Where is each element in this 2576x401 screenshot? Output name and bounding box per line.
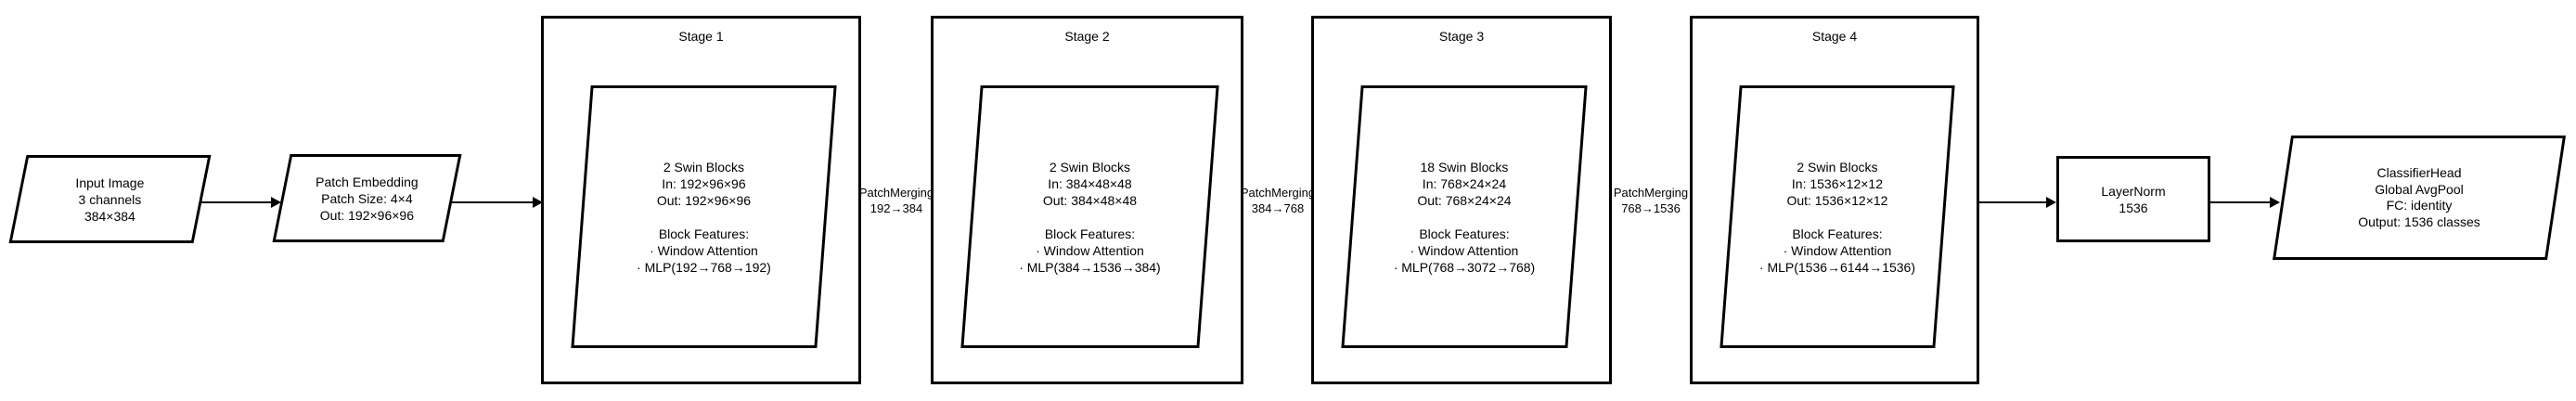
input-line-2: 3 channels bbox=[78, 191, 142, 207]
classifier-line-1: ClassifierHead bbox=[2376, 165, 2462, 180]
patch-line-1: Patch Embedding bbox=[316, 174, 419, 189]
classifier-head-node: ClassifierHead Global AvgPool FC: identi… bbox=[2272, 136, 2567, 260]
stage-1-line-2: In: 192×96×96 bbox=[662, 175, 746, 191]
patch-merging-label-2: PatchMerging 384→768 bbox=[1204, 185, 1352, 216]
stage-2-line-3: Out: 384×48×48 bbox=[1042, 192, 1138, 208]
stage-3-line-6: · Window Attention bbox=[1410, 242, 1519, 258]
stage-3-line-4 bbox=[1354, 209, 1575, 226]
input-line-3: 384×384 bbox=[84, 208, 135, 224]
stage-4-swin-blocks-label: 2 Swin Blocks In: 1536×12×12 Out: 1536×1… bbox=[1732, 159, 1942, 276]
stage-1-swin-blocks-label: 2 Swin Blocks In: 192×96×96 Out: 192×96×… bbox=[584, 159, 824, 276]
stage-2-line-1: 2 Swin Blocks bbox=[1049, 159, 1131, 175]
layernorm-node: LayerNorm 1536 bbox=[2056, 156, 2210, 242]
patch-merging-3-dims: 768→1536 bbox=[1621, 201, 1681, 215]
input-line-1: Input Image bbox=[75, 175, 145, 190]
stage-3-container: Stage 3 18 Swin Blocks In: 768×24×24 Out… bbox=[1311, 16, 1612, 384]
patch-embedding-node: Patch Embedding Patch Size: 4×4 Out: 192… bbox=[272, 154, 462, 242]
patch-merging-label-1: PatchMerging 192→384 bbox=[822, 185, 971, 216]
stage-3-line-5: Block Features: bbox=[1419, 226, 1510, 241]
stage-2-line-6: · Window Attention bbox=[1036, 242, 1144, 258]
input-image-label: Input Image 3 channels 384×384 bbox=[20, 175, 200, 225]
layernorm-line-2: 1536 bbox=[2119, 200, 2148, 215]
patch-merging-2-name: PatchMerging bbox=[1240, 186, 1316, 200]
stage-1-line-3: Out: 192×96×96 bbox=[656, 192, 752, 208]
classifier-line-3: FC: identity bbox=[2386, 198, 2453, 213]
stage-1-line-7: · MLP(192→768→192) bbox=[637, 259, 771, 275]
arrow-stage4-to-layernorm bbox=[1979, 197, 2056, 208]
stage-4-line-4 bbox=[1732, 209, 1942, 226]
stage-2-line-2: In: 384×48×48 bbox=[1048, 175, 1132, 191]
arrow-patch-embedding-to-stage1 bbox=[452, 197, 543, 208]
stage-1-title: Stage 1 bbox=[678, 29, 724, 44]
stage-4-line-7: · MLP(1536→6144→1536) bbox=[1758, 259, 1916, 275]
stage-3-line-3: Out: 768×24×24 bbox=[1417, 192, 1512, 208]
stage-2-line-4 bbox=[973, 209, 1206, 226]
stage-1-line-5: Block Features: bbox=[658, 226, 750, 241]
stage-2-swin-blocks-label: 2 Swin Blocks In: 384×48×48 Out: 384×48×… bbox=[973, 159, 1206, 276]
patch-merging-label-3: PatchMerging 768→1536 bbox=[1577, 185, 1725, 216]
stage-1-swin-blocks-node: 2 Swin Blocks In: 192×96×96 Out: 192×96×… bbox=[571, 85, 837, 348]
stage-2-container: Stage 2 2 Swin Blocks In: 384×48×48 Out:… bbox=[931, 16, 1243, 384]
stage-3-title: Stage 3 bbox=[1438, 29, 1485, 44]
stage-2-line-7: · MLP(384→1536→384) bbox=[1019, 259, 1161, 275]
arrow-input-to-patch-embedding bbox=[201, 197, 281, 208]
arrow-layernorm-to-classifier bbox=[2210, 197, 2280, 208]
classifier-line-2: Global AvgPool bbox=[2375, 181, 2464, 197]
stage-3-line-2: In: 768×24×24 bbox=[1422, 175, 1507, 191]
stage-4-line-5: Block Features: bbox=[1792, 226, 1883, 241]
classifier-line-4: Output: 1536 classes bbox=[2358, 213, 2480, 229]
stage-1-line-4 bbox=[584, 209, 824, 226]
stage-2-title: Stage 2 bbox=[1064, 29, 1110, 44]
stage-2-swin-blocks-node: 2 Swin Blocks In: 384×48×48 Out: 384×48×… bbox=[960, 85, 1219, 348]
stage-4-line-2: In: 1536×12×12 bbox=[1791, 175, 1884, 191]
patch-merging-2-dims: 384→768 bbox=[1251, 201, 1305, 215]
patch-merging-3-name: PatchMerging bbox=[1613, 186, 1689, 200]
stage-4-line-3: Out: 1536×12×12 bbox=[1786, 192, 1888, 208]
stage-4-line-1: 2 Swin Blocks bbox=[1797, 159, 1878, 175]
stage-1-line-6: · Window Attention bbox=[650, 242, 758, 258]
patch-embedding-label: Patch Embedding Patch Size: 4×4 Out: 192… bbox=[284, 174, 450, 224]
patch-merging-1-dims: 192→384 bbox=[869, 201, 923, 215]
patch-merging-1-name: PatchMerging bbox=[858, 186, 934, 200]
input-image-node: Input Image 3 channels 384×384 bbox=[8, 155, 212, 243]
stage-4-swin-blocks-node: 2 Swin Blocks In: 1536×12×12 Out: 1536×1… bbox=[1719, 85, 1955, 348]
layernorm-line-1: LayerNorm bbox=[2101, 183, 2166, 199]
layernorm-label: LayerNorm 1536 bbox=[2059, 183, 2208, 216]
stage-4-line-6: · Window Attention bbox=[1783, 242, 1892, 258]
stage-1-line-1: 2 Swin Blocks bbox=[663, 159, 745, 175]
stage-4-title: Stage 4 bbox=[1811, 29, 1858, 44]
stage-3-swin-blocks-node: 18 Swin Blocks In: 768×24×24 Out: 768×24… bbox=[1341, 85, 1588, 348]
patch-line-2: Patch Size: 4×4 bbox=[321, 190, 413, 206]
stage-3-swin-blocks-label: 18 Swin Blocks In: 768×24×24 Out: 768×24… bbox=[1354, 159, 1575, 276]
stage-4-container: Stage 4 2 Swin Blocks In: 1536×12×12 Out… bbox=[1690, 16, 1979, 384]
stage-3-line-7: · MLP(768→3072→768) bbox=[1393, 259, 1536, 275]
stage-3-line-1: 18 Swin Blocks bbox=[1420, 159, 1509, 175]
stage-1-container: Stage 1 2 Swin Blocks In: 192×96×96 Out:… bbox=[541, 16, 861, 384]
stage-2-line-5: Block Features: bbox=[1044, 226, 1136, 241]
classifier-head-label: ClassifierHead Global AvgPool FC: identi… bbox=[2285, 165, 2554, 230]
patch-line-3: Out: 192×96×96 bbox=[319, 207, 415, 223]
